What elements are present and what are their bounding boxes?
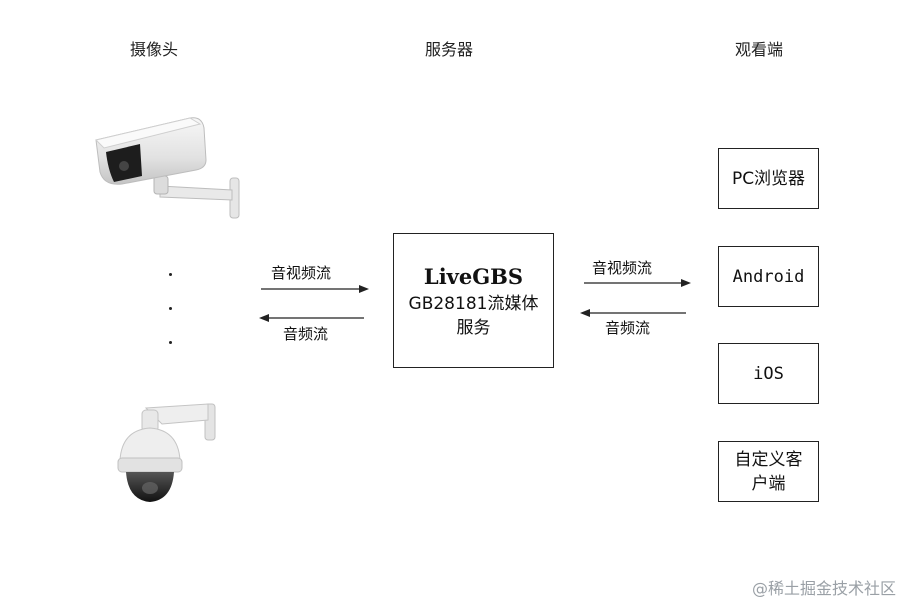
ellipsis-dot — [169, 273, 172, 276]
client-label: iOS — [753, 363, 784, 384]
server-to-camera-arrow — [259, 314, 364, 322]
client-box-custom: 自定义客 户端 — [718, 441, 819, 502]
viewer-to-server-arrow — [580, 309, 686, 317]
server-subtitle-line1: GB28181流媒体 — [408, 293, 539, 314]
right-bottom-arrow-label: 音频流 — [605, 319, 651, 337]
server-column-title: 服务器 — [425, 40, 474, 59]
server-title: LiveGBS — [423, 263, 524, 289]
client-label: PC浏览器 — [731, 168, 806, 189]
ellipsis-dot — [169, 341, 172, 344]
watermark-text: @稀土掘金技术社区 — [752, 579, 897, 598]
server-box: LiveGBS GB28181流媒体 服务 — [393, 233, 554, 368]
camera-to-server-arrow — [261, 285, 369, 293]
camera-column-title: 摄像头 — [130, 40, 179, 59]
left-top-arrow-label: 音视频流 — [271, 264, 332, 282]
client-box-ios: iOS — [718, 343, 819, 404]
server-subtitle-line2: 服务 — [456, 317, 491, 338]
client-box-pc-browser: PC浏览器 — [718, 148, 819, 209]
client-label: 自定义客 户端 — [734, 449, 803, 494]
ellipsis-dot — [169, 307, 172, 310]
client-label: Android — [732, 266, 805, 287]
left-bottom-arrow-label: 音频流 — [283, 325, 329, 343]
client-box-android: Android — [718, 246, 819, 307]
viewer-column-title: 观看端 — [735, 40, 784, 59]
right-top-arrow-label: 音视频流 — [592, 259, 653, 277]
server-to-viewer-arrow — [584, 279, 691, 287]
